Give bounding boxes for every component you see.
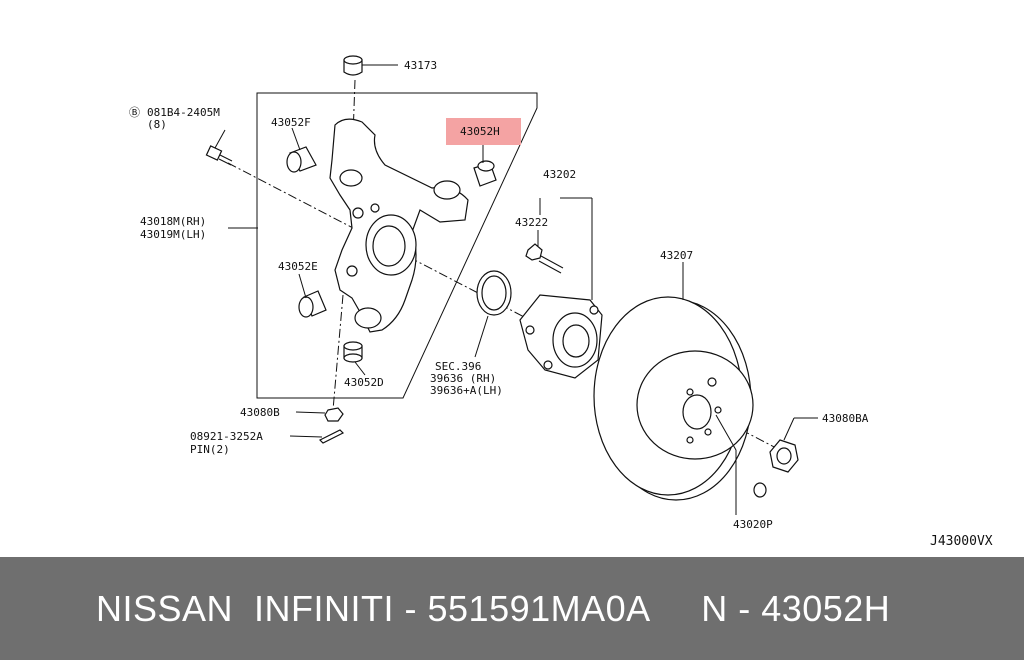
footer-part-number: NISSAN INFINITI - 551591MA0A N - 43052H	[96, 587, 891, 629]
label-sec396: SEC.396	[435, 360, 481, 373]
label-081b4-qty: (8)	[147, 118, 167, 131]
hub-43202	[519, 294, 603, 379]
label-43202: 43202	[543, 168, 576, 181]
bushing-43052e	[298, 290, 327, 318]
label-43020p: 43020P	[733, 518, 773, 531]
label-08921: 08921-3252A	[190, 430, 263, 443]
bolt-081b4	[205, 145, 233, 166]
footer-banner: NISSAN INFINITI - 551591MA0A N - 43052H	[0, 557, 1024, 660]
label-43052h: 43052H	[460, 125, 500, 138]
label-43019m: 43019M(LH)	[140, 228, 206, 241]
bushing-43052h	[473, 160, 497, 187]
label-pin: PIN(2)	[190, 443, 230, 456]
bolt-43222	[525, 243, 564, 274]
seal-ring	[476, 270, 512, 316]
bushing-43052f	[286, 146, 317, 173]
label-081b4: 081B4-2405M	[147, 106, 220, 119]
bushing-43052d	[343, 341, 363, 363]
label-39636-lh: 39636+A(LH)	[430, 384, 503, 397]
label-39636-rh: 39636 (RH)	[430, 372, 496, 385]
bushing-43173	[343, 55, 363, 76]
bottom-axis-line	[332, 294, 344, 411]
label-43207: 43207	[660, 249, 693, 262]
label-43222: 43222	[515, 216, 548, 229]
label-43052e: 43052E	[278, 260, 318, 273]
label-43080ba: 43080BA	[822, 412, 869, 425]
label-43173: 43173	[404, 59, 437, 72]
brake-disc-43207	[593, 296, 754, 501]
label-43052d: 43052D	[344, 376, 384, 389]
knuckle-body	[329, 118, 469, 333]
diagram-reference-code: J43000VX	[930, 534, 993, 549]
hub-nut-43080ba	[769, 439, 799, 473]
washer-43020p	[753, 482, 767, 498]
nut-43080b	[324, 407, 344, 422]
knuckle-group-outline	[256, 92, 538, 399]
label-43080b: 43080B	[240, 406, 280, 419]
parts-diagram: 43173 Ⓑ 081B4-2405M (8) 43052F 43052H 43…	[129, 55, 993, 549]
bolt-symbol-icon: Ⓑ	[129, 106, 140, 119]
cotter-pin-08921	[318, 429, 345, 444]
label-43018m: 43018M(RH)	[140, 215, 206, 228]
label-43052f: 43052F	[271, 116, 311, 129]
highlight-43052h	[446, 118, 521, 145]
